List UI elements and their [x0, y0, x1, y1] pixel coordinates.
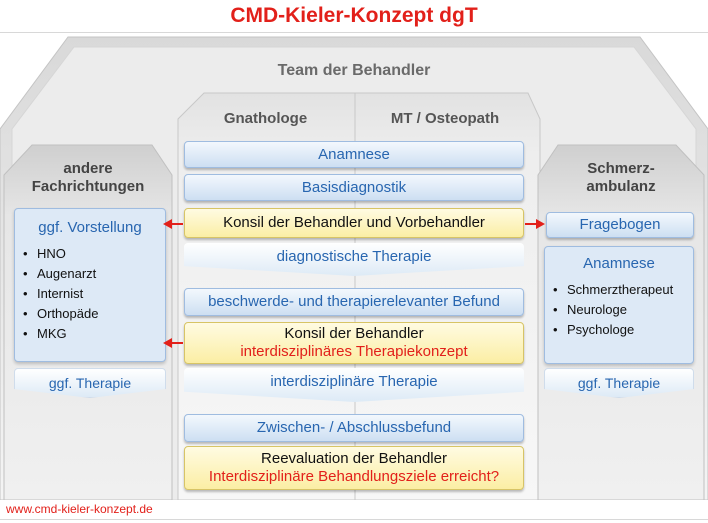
left-referral-box: ggf. Vorstellung HNO Augenarzt Internist… — [14, 208, 166, 362]
team-label: Team der Behandler — [277, 62, 431, 79]
right-header-line-1: Schmerz- — [587, 160, 655, 177]
left-header-line-1: andere — [63, 160, 113, 177]
step-abschlussbefund: Zwischen- / Abschlussbefund — [184, 414, 524, 442]
step-konsil-vorbehandler: Konsil der Behandler und Vorbehandler — [184, 208, 524, 238]
right-header-line-2: ambulanz — [586, 178, 656, 195]
step-konsil-title: Konsil der Behandler — [284, 325, 424, 342]
fragebogen-box: Fragebogen — [546, 212, 694, 238]
arrowhead-left — [163, 219, 172, 229]
column-gnathologe: Gnathologe — [223, 110, 308, 127]
list-item: Augenarzt — [23, 264, 165, 284]
list-item: Schmerztherapeut — [553, 280, 693, 300]
right-anamnese-box: Anamnese Schmerztherapeut Neurologe Psyc… — [544, 246, 694, 364]
divider — [0, 32, 708, 33]
step-reevaluation: Reevaluation der Behandler Interdiszipli… — [184, 446, 524, 490]
step-konsil-subtitle: interdisziplinäres Therapiekonzept — [240, 343, 468, 360]
left-specialty-list: HNO Augenarzt Internist Orthopäde MKG — [15, 244, 165, 344]
step-reevaluation-subtitle: Interdisziplinäre Behandlungsziele errei… — [208, 468, 500, 485]
list-item: Internist — [23, 284, 165, 304]
step-befund: beschwerde- und therapierelevanter Befun… — [184, 288, 524, 316]
left-header-line-2: Fachrichtungen — [31, 178, 145, 195]
list-item: Psychologe — [553, 320, 693, 340]
left-box-heading: ggf. Vorstellung — [38, 219, 142, 236]
left-column-header: andere Fachrichtungen — [6, 160, 170, 196]
list-item: HNO — [23, 244, 165, 264]
right-box-heading: Anamnese — [583, 255, 655, 272]
arrowhead-left-konsil — [163, 338, 172, 348]
step-basisdiagnostik: Basisdiagnostik — [184, 174, 524, 201]
list-item: Neurologe — [553, 300, 693, 320]
right-column-header: Schmerz- ambulanz — [540, 160, 702, 196]
footer-url: www.cmd-kieler-konzept.de — [6, 502, 153, 516]
arrowhead-right — [536, 219, 545, 229]
step-anamnese: Anamnese — [184, 141, 524, 168]
step-reevaluation-title: Reevaluation der Behandler — [261, 450, 447, 467]
page-title: CMD-Kieler-Konzept dgT — [230, 4, 478, 27]
column-mt-osteopath: MT / Osteopath — [390, 110, 500, 127]
list-item: Orthopäde — [23, 304, 165, 324]
list-item: MKG — [23, 324, 165, 344]
footer-divider — [0, 519, 708, 520]
step-konsil-therapiekonzept: Konsil der Behandler interdisziplinäres … — [184, 322, 524, 364]
right-specialist-list: Schmerztherapeut Neurologe Psychologe — [545, 280, 693, 340]
